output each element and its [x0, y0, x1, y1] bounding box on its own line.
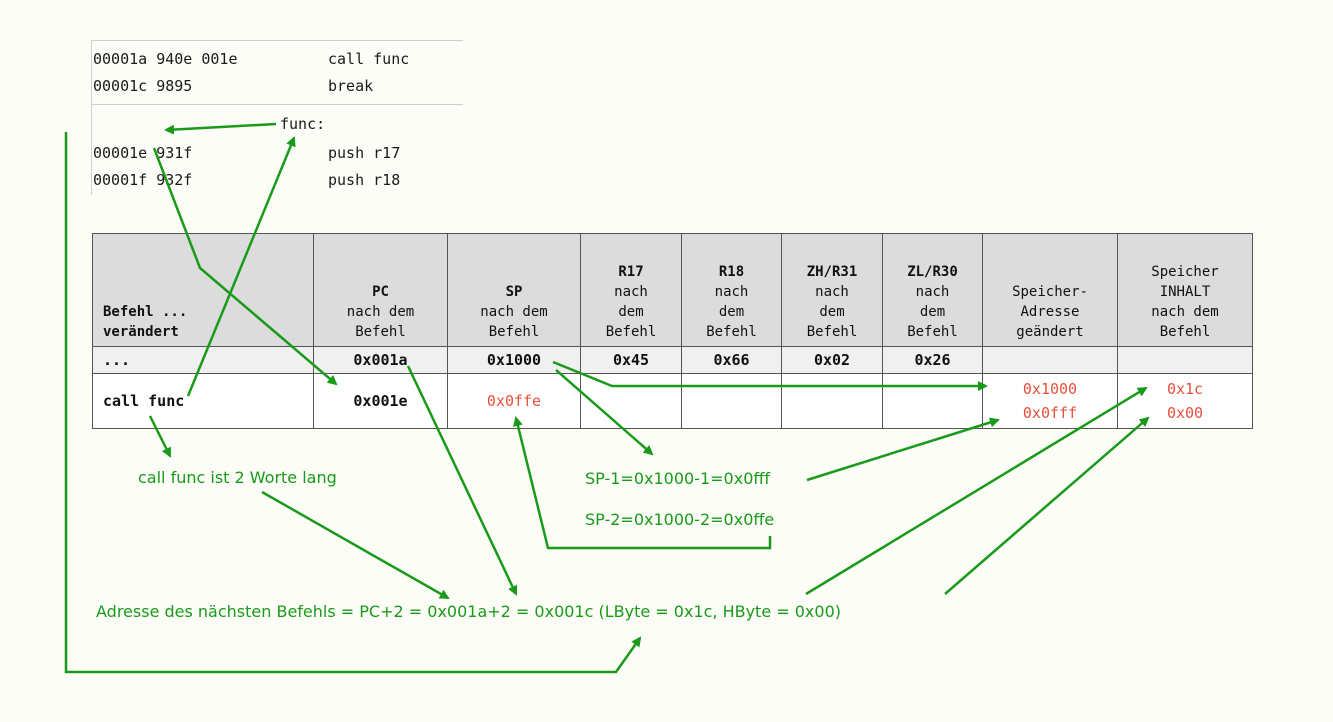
code-line-1: 00001a 940e 001e [93, 50, 238, 68]
row2-befehl: call func [92, 373, 314, 429]
arrow-return-to-1c [64, 132, 642, 674]
listing-mid-rule [91, 104, 463, 105]
annotation-call-length: call func ist 2 Worte lang [138, 468, 337, 487]
row1-r18: 0x66 [681, 346, 782, 374]
row1-mem-content [1117, 346, 1253, 374]
row2-r17 [580, 373, 682, 429]
listing-left-rule [91, 40, 92, 195]
arrow-sp-to-mem-addr [552, 360, 988, 391]
header-befehl: Befehl ...verändert [92, 233, 314, 347]
row2-r18 [681, 373, 782, 429]
arrow-sp2-to-sp [513, 416, 772, 550]
arrow-next-to-00 [944, 416, 1150, 595]
code-line-4-instr: push r18 [328, 171, 401, 189]
annotation-sp-minus-2: SP-2=0x1000-2=0x0ffe [585, 510, 775, 529]
listing-top-rule [91, 40, 463, 41]
arrow-call-func-down [148, 415, 172, 458]
code-line-2-instr: break [328, 77, 374, 95]
row1-sp: 0x1000 [447, 346, 581, 374]
code-line-3-instr: push r17 [328, 144, 401, 162]
row2-zl [882, 373, 983, 429]
code-line-2: 00001c 9895 [93, 77, 193, 95]
row1-pc: 0x001a [313, 346, 448, 374]
code-line-3: 00001e 931f [93, 144, 193, 162]
arrow-sp-to-sp1 [555, 369, 654, 456]
annotation-sp-minus-1: SP-1=0x1000-1=0x0fff [585, 469, 771, 488]
arrow-pc-to-next [406, 365, 518, 596]
arrow-call-func-to-func [186, 136, 296, 397]
arrow-func-label-to-1e [164, 122, 277, 135]
code-line-1-instr: call func [328, 50, 410, 68]
arrow-next-to-1c [805, 386, 1148, 596]
arrow-length-to-next [261, 490, 450, 600]
arrow-sp1-to-0fff [806, 417, 1000, 482]
row2-zh [781, 373, 883, 429]
code-label-func: func: [280, 115, 326, 133]
annotation-next-address: Adresse des nächsten Befehls = PC+2 = 0x… [96, 602, 841, 621]
arrow-1e-to-pc [152, 147, 338, 386]
